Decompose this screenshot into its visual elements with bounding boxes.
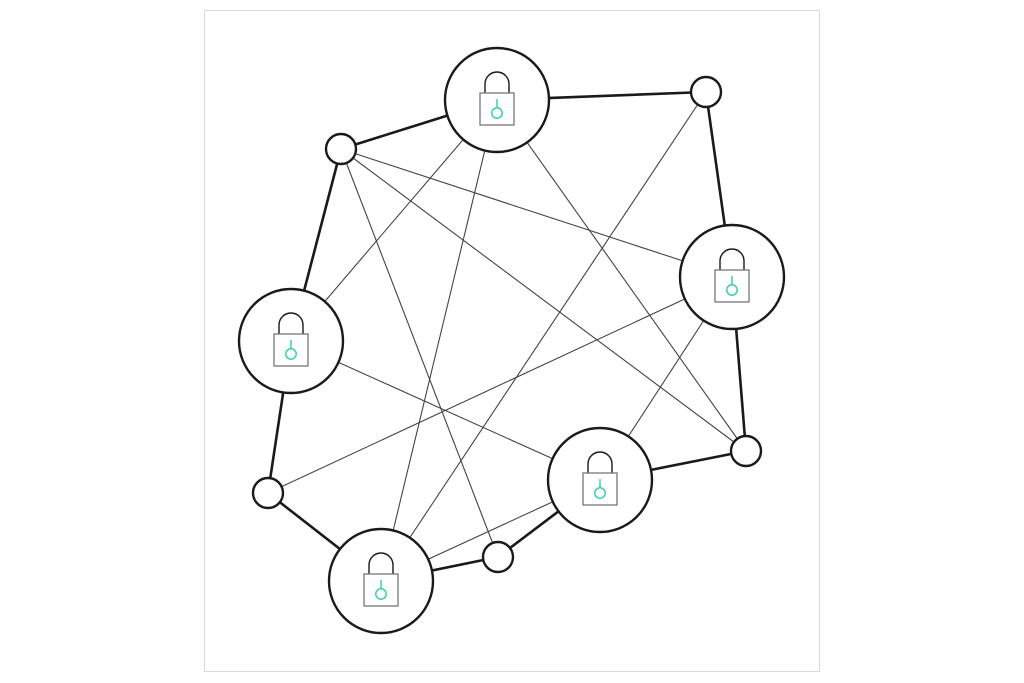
node-S1 xyxy=(324,132,358,166)
padlock-icon xyxy=(273,312,309,367)
lock-node-L5 xyxy=(327,527,435,635)
lock-body xyxy=(479,92,515,126)
keyhole-ring xyxy=(491,107,503,119)
lock-body xyxy=(582,472,618,506)
lock-node-L1 xyxy=(443,46,551,154)
lock-shackle xyxy=(368,552,394,574)
edge-L3-L4 xyxy=(290,340,601,481)
lock-body xyxy=(273,333,309,367)
node-S4 xyxy=(481,540,515,574)
lock-shackle xyxy=(719,248,745,270)
edge-L2-S3 xyxy=(267,276,733,494)
node-S5 xyxy=(729,434,763,468)
lock-body xyxy=(363,573,399,607)
nodes-layer xyxy=(237,46,786,635)
keyhole-ring xyxy=(375,588,387,600)
lock-body xyxy=(714,269,750,303)
keyhole-ring xyxy=(594,487,606,499)
node-S2 xyxy=(689,75,723,109)
keyhole-ring xyxy=(726,284,738,296)
edge-S2-L5 xyxy=(380,91,707,582)
padlock-icon xyxy=(363,552,399,607)
lock-node-L2 xyxy=(678,223,786,331)
padlock-icon xyxy=(714,248,750,303)
edge-L1-S5 xyxy=(496,99,747,452)
padlock-icon xyxy=(582,451,618,506)
lock-node-L4 xyxy=(546,426,654,534)
lock-shackle xyxy=(278,312,304,334)
edge-S1-L2 xyxy=(340,148,733,278)
edge-S1-S5 xyxy=(340,148,747,452)
lock-shackle xyxy=(587,451,613,473)
edge-S1-S4 xyxy=(340,148,499,558)
padlock-icon xyxy=(479,71,515,126)
keyhole-ring xyxy=(285,348,297,360)
edge-L1-L5 xyxy=(380,99,498,582)
lock-node-L3 xyxy=(237,287,345,395)
lock-shackle xyxy=(484,71,510,93)
node-S3 xyxy=(251,476,285,510)
